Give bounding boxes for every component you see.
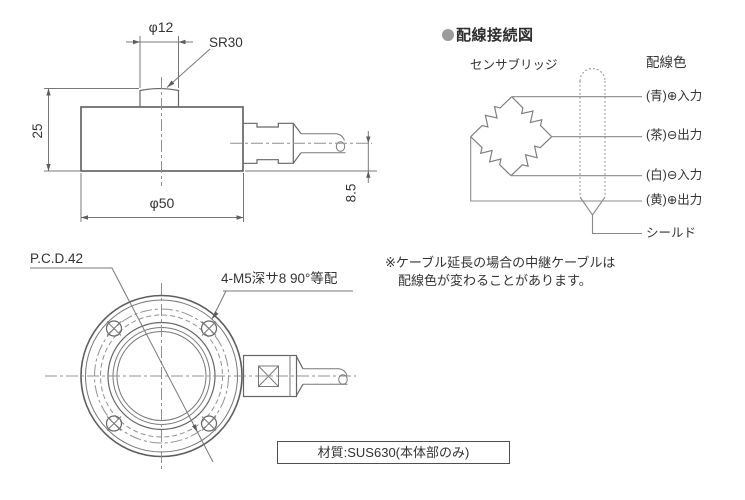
cable-gland-top xyxy=(242,354,304,398)
phi50-dimension-label: φ50 xyxy=(149,195,175,211)
wire-label-brown-output: (茶)⊖出力 xyxy=(646,128,703,142)
leader-bolt-holes xyxy=(211,290,353,320)
dimension-phi50 xyxy=(80,173,244,222)
wire-color-header: 配線色 xyxy=(646,55,687,70)
wire-label-white-input: (白)⊖入力 xyxy=(646,168,703,182)
sr30-dimension-label: SR30 xyxy=(209,35,243,50)
dimension-phi12 xyxy=(126,36,193,88)
wiring-title-text: 配線接続図 xyxy=(456,27,534,44)
cable-note-line1: ※ケーブル延長の場合の中継ケーブルは xyxy=(385,255,616,270)
cable-side xyxy=(301,133,346,154)
cable-note-line2: 配線色が変わることがあります。 xyxy=(398,273,592,288)
cable-offset-8p5-label: 8.5 xyxy=(343,183,359,203)
side-view xyxy=(44,36,377,222)
cable-sheath xyxy=(579,67,606,216)
dimension-8p5 xyxy=(245,131,377,183)
wire-label-shield: シールド xyxy=(646,226,697,240)
cable-top xyxy=(303,368,348,385)
wiring-section-title: 配線接続図 xyxy=(442,24,534,45)
bridge-wires xyxy=(470,96,642,202)
material-note-box: 材質:SUS630(本体部のみ) xyxy=(277,441,510,464)
phi12-dimension-label: φ12 xyxy=(148,19,174,35)
wiring-diagram xyxy=(470,67,642,235)
pcd42-label: P.C.D.42 xyxy=(30,251,84,266)
section-bullet-icon xyxy=(442,28,454,41)
top-view xyxy=(30,267,356,469)
height-25-dimension-label: 25 xyxy=(30,123,45,139)
sensor-bridge xyxy=(470,96,553,177)
sensor-bridge-label: センサブリッジ xyxy=(470,58,558,72)
dimension-25 xyxy=(44,88,139,172)
bolt-holes-label: 4-M5深サ8 90°等配 xyxy=(221,271,338,286)
wire-label-yellow-output: (黄)⊕出力 xyxy=(646,193,703,207)
shield-wire xyxy=(591,215,642,235)
leader-sr30 xyxy=(166,48,211,88)
leader-pcd xyxy=(30,267,214,463)
wire-label-blue-input: (青)⊕入力 xyxy=(646,89,703,103)
load-button xyxy=(139,88,180,107)
bolt-holes xyxy=(105,320,218,432)
